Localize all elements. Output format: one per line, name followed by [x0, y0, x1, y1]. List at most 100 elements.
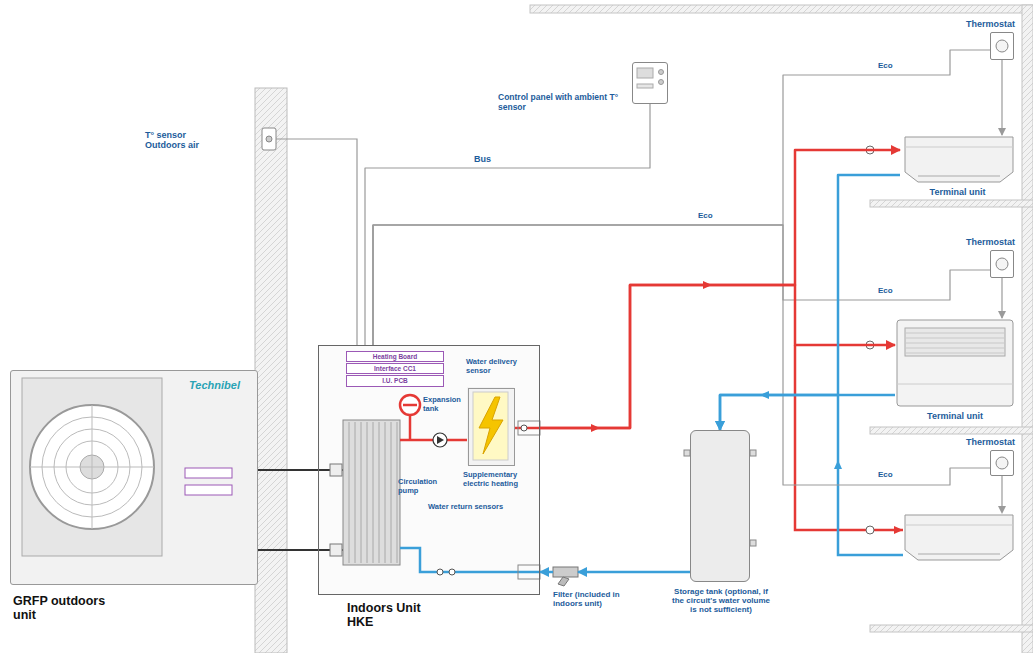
part-name: Expansion tank: [423, 396, 463, 413]
building-walls: [870, 427, 1033, 434]
terminal-unit-drawings: [905, 515, 1013, 560]
node-label: GRFP outdoors unit: [13, 594, 113, 623]
part-name: Circulation pump: [398, 478, 454, 495]
control-panel-icon: [637, 68, 653, 78]
signal-wire: [1001, 278, 1002, 318]
indoor-unit-internals: [437, 436, 444, 444]
third-terminal-piping: [894, 526, 903, 534]
building-walls: [870, 625, 1033, 632]
control-panel-icon: [637, 84, 653, 88]
indoor-unit-internals: [318, 345, 540, 595]
outdoor-unit-drawing: [10, 370, 258, 585]
third-terminal-piping: [998, 506, 1006, 514]
thermostat: Thermostat: [990, 32, 1014, 60]
indoor-unit-internals: [409, 415, 412, 440]
storage-tank-drawing: [690, 430, 750, 582]
node-label: Technibel: [189, 379, 255, 392]
storage-tank-drawing: [684, 430, 756, 582]
building-walls: [530, 5, 1033, 13]
outdoor-unit: TechnibelGRFP outdoors unit: [10, 370, 258, 585]
return-pipe: [540, 571, 553, 574]
water-filter: Filter (included in indoors unit): [553, 560, 578, 584]
terminal-unit: Terminal unit: [895, 318, 1015, 408]
thermostat-icons: [996, 258, 1008, 270]
thermostat-icons: [996, 40, 1008, 52]
supply-pipe: [540, 150, 900, 428]
indoor-unit-internals: [330, 464, 342, 476]
outdoor-temperature-sensor: [262, 128, 276, 150]
control-panel: Control panel with ambient T° sensor: [632, 62, 668, 104]
third-terminal-piping: [834, 460, 842, 469]
pipe-direction-arrows: [866, 526, 874, 534]
terminal-unit-drawings: [918, 176, 1000, 177]
electric-heater: Supplementary electric heating: [468, 388, 515, 466]
terminal-unit-drawings: [905, 328, 1005, 356]
indoor-unit-internals: [479, 397, 503, 454]
outdoor-unit-drawing: [10, 370, 258, 585]
indoor-unit-internals: [318, 345, 540, 595]
building-walls: [1022, 5, 1033, 653]
filter-drawing: [558, 577, 569, 586]
building-walls: [255, 88, 287, 653]
signal-wire: [373, 225, 990, 485]
storage-tank: Storage tank (optional, if the circuit's…: [690, 430, 750, 582]
indoor-unit-internals: [433, 433, 447, 447]
signal-name: Eco: [878, 61, 902, 70]
storage-tank-drawing: [750, 450, 756, 456]
board-label: Heating Board: [347, 352, 443, 361]
terminal-unit-drawings: [897, 137, 1013, 560]
third-terminal-piping: [795, 345, 903, 530]
third-terminal-piping: [1001, 476, 1002, 508]
part-name: Water return sensors: [428, 503, 510, 512]
indoor-unit-internals: [473, 392, 508, 460]
outdoor-unit-drawing: [22, 378, 162, 556]
outdoor-temperature-sensor: [276, 139, 357, 345]
outdoor-unit-drawing: [185, 468, 232, 478]
node-label: Storage tank (optional, if the circuit's…: [671, 587, 771, 615]
control-board: Interface CC1: [346, 363, 444, 374]
outdoor-unit-drawing: [30, 405, 154, 529]
node-label: Terminal unit: [895, 411, 1015, 421]
node-label: Thermostat: [951, 237, 1015, 247]
terminal-unit-drawings: [897, 320, 1013, 406]
indoor-unit-internals: [521, 425, 527, 431]
refrigerant-line: [258, 469, 318, 471]
control-panel-icon: [659, 70, 664, 75]
outdoor-unit-drawing: [92, 405, 93, 529]
sensor-label: T° sensor Outdoors air: [145, 130, 217, 151]
signal-name: Eco: [878, 286, 902, 295]
board-label: Interface CC1: [347, 364, 443, 373]
return-pipe: [578, 571, 690, 574]
terminal-unit: Terminal unit: [900, 135, 1015, 185]
return-pipe: [720, 395, 895, 430]
filter-drawing: [553, 567, 578, 586]
terminal-unit-drawings: [918, 554, 1000, 555]
control-panel-icon: [659, 80, 664, 85]
part-name: Water delivery sensor: [466, 358, 528, 375]
terminal-unit-drawings: [905, 333, 1005, 353]
indoor-unit-internals: [467, 387, 514, 465]
thermostat: Thermostat: [990, 250, 1014, 278]
indoor-unit-internals: [330, 544, 342, 556]
third-terminal-piping: [838, 395, 903, 555]
thermostat: Thermostat: [990, 450, 1014, 476]
node-label: Thermostat: [951, 19, 1015, 29]
control-panel-icon: [637, 68, 664, 88]
signal-name: Eco: [698, 211, 722, 220]
node-label: Terminal unit: [900, 187, 1015, 197]
filter-drawing: [553, 567, 578, 577]
bus-label: Bus: [472, 154, 493, 164]
node-label: Filter (included in indoors unit): [553, 590, 643, 608]
indoor-unit-internals: [449, 569, 455, 575]
signal-wire: [1001, 60, 1002, 135]
control-board: Heating Board: [346, 351, 444, 362]
node-label: Indoors Unit HKE: [347, 601, 442, 630]
building-walls: [255, 5, 1033, 653]
indoor-unit-internals: [343, 420, 400, 565]
indoor-unit-internals: [403, 404, 417, 407]
node-label: Control panel with ambient T° sensor: [498, 93, 628, 113]
supply-pipe: [540, 285, 895, 428]
storage-tank-drawing: [750, 540, 756, 546]
refrigerant-line: [258, 549, 318, 551]
